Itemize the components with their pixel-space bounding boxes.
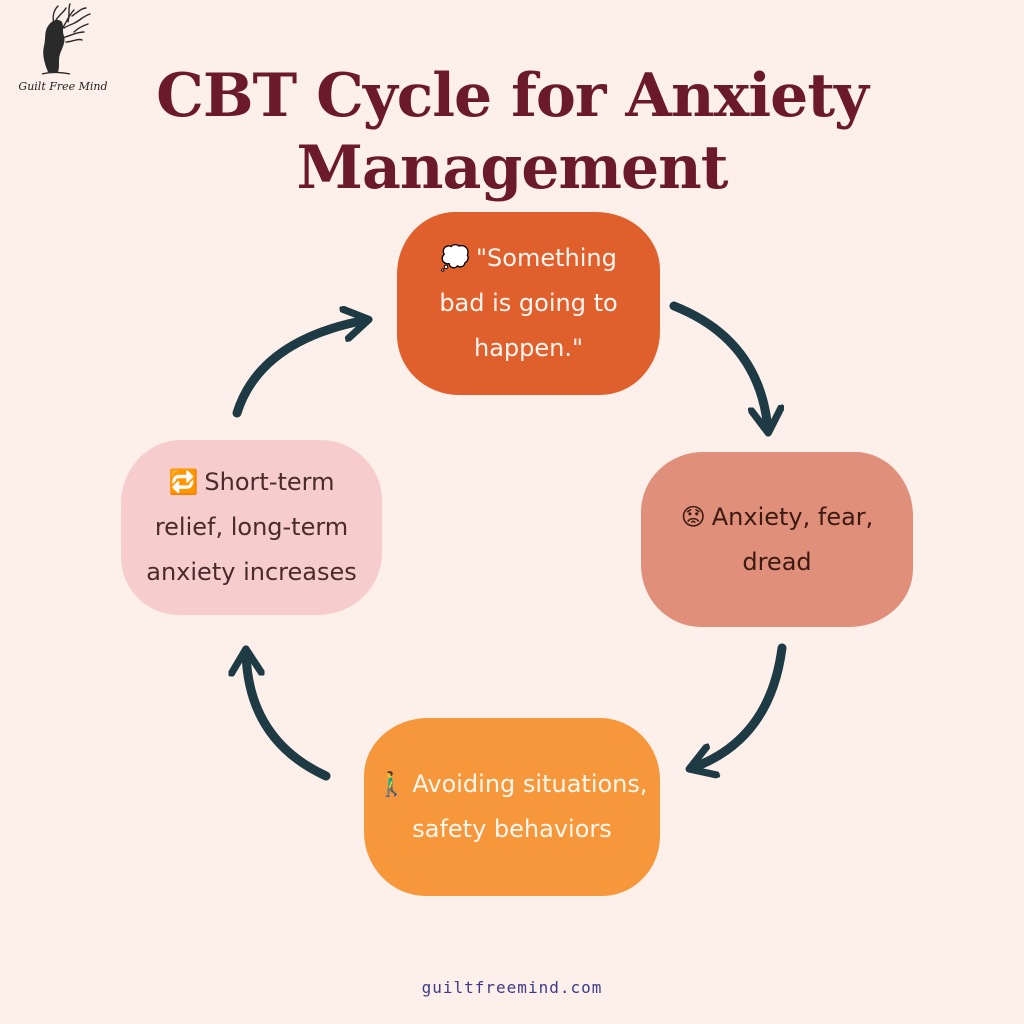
worried-face-icon: 😟: [680, 502, 706, 531]
arrow-thought-to-emotion: [669, 301, 768, 430]
page-title-line-1: CBT Cycle for Anxiety: [156, 61, 869, 131]
cycle-node-emotion: 😟Anxiety, fear, dread: [641, 452, 913, 627]
arrow-consequence-to-thought: [232, 320, 366, 418]
consequence-text: Short-term relief, long-term anxiety inc…: [146, 468, 357, 586]
man-walking-icon: 🚶‍♂️: [376, 770, 407, 798]
page-title-line-2: Management: [296, 133, 729, 203]
behavior-text: Avoiding situations, safety behaviors: [412, 770, 648, 843]
tree-head-icon: [41, 3, 91, 75]
cycle-node-behavior: 🚶‍♂️Avoiding situations, safety behavior…: [364, 718, 660, 896]
cycle-node-consequence: 🔁Short-term relief, long-term anxiety in…: [121, 440, 382, 615]
website-link[interactable]: guiltfreemind.com: [421, 978, 603, 997]
arrow-emotion-to-behavior: [692, 643, 787, 768]
repeat-icon: 🔁: [168, 468, 199, 496]
cycle-node-thought: 💭"Something bad is going to happen.": [397, 212, 660, 395]
arrow-behavior-to-consequence: [246, 652, 331, 781]
brand-logo: Guilt Free Mind: [8, 0, 108, 104]
emotion-text: Anxiety, fear, dread: [711, 502, 874, 576]
thought-bubble-icon: 💭: [440, 244, 471, 272]
thought-text: "Something bad is going to happen.": [439, 244, 618, 362]
brand-logo-text: Guilt Free Mind: [18, 80, 108, 93]
